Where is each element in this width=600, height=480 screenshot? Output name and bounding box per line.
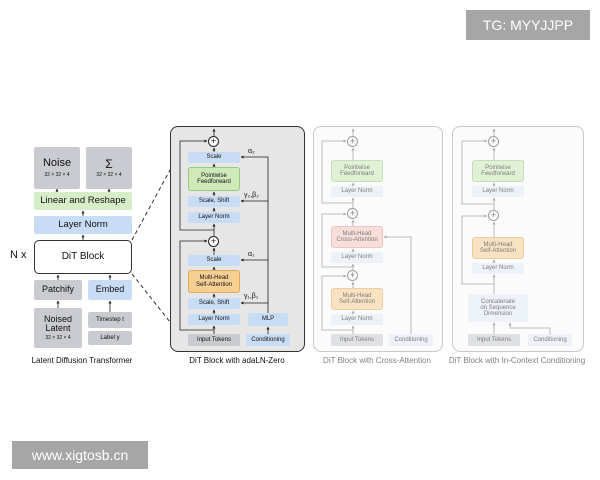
sigma-output-box: Σ 32 × 32 × 4	[86, 147, 132, 189]
cross-feedforward: Pointwise Feedforward	[331, 160, 383, 182]
incontext-feedforward: Pointwise Feedforward	[472, 160, 524, 182]
cross-add-low: +	[347, 270, 358, 281]
ldt-caption: Latent Diffusion Transformer	[31, 356, 133, 365]
cross-add-mid: +	[347, 208, 358, 219]
incontext-msa-line1: Multi-Head	[483, 241, 513, 248]
cross-mhca-line1: Multi-Head	[342, 230, 372, 237]
adaln-scale-shift-1: Scale, Shift	[188, 298, 240, 309]
cross-cross-attention: Multi-Head Cross-Attention	[331, 226, 383, 248]
layer-norm-box: Layer Norm	[34, 216, 132, 234]
adaln-mlp: MLP	[248, 313, 288, 326]
cross-add-top: +	[347, 136, 358, 147]
noised-latent-line1: Noised	[43, 313, 72, 324]
adaln-residual-add-top: +	[208, 136, 219, 147]
incontext-ff-line1: Pointwise	[485, 164, 511, 171]
label-box: Label y	[88, 331, 132, 345]
adaln-scale-shift-2: Scale, Shift	[188, 196, 240, 207]
adaln-conditioning: Conditioning	[246, 334, 290, 346]
noise-dims: 32 × 32 × 4	[44, 171, 70, 178]
noised-latent-dims: 32 × 32 × 4	[45, 334, 71, 341]
cross-msa-line2: Self-Attention	[338, 299, 376, 305]
adaln-scale-mid: Scale	[188, 255, 240, 266]
incontext-self-attention: Multi-Head Self-Attention	[472, 237, 524, 259]
sigma-dims: 32 × 32 × 4	[96, 172, 122, 179]
embed-box: Embed	[88, 280, 132, 300]
incontext-layer-norm-1: Layer Norm	[472, 263, 524, 274]
incontext-layer-norm-2: Layer Norm	[472, 186, 524, 197]
adaln-gamma-beta-2-label: γ₂,β₂	[244, 192, 259, 199]
watermark-top: TG: MYYJJPP	[466, 10, 590, 40]
adaln-caption: DiT Block with adaLN-Zero	[189, 356, 285, 365]
adaln-self-attention: Multi-Head Self-Attention	[188, 270, 240, 293]
cross-ff-line1: Pointwise	[344, 164, 370, 171]
dit-block-box: DiT Block	[34, 240, 132, 274]
noised-latent-box: Noised Latent 32 × 32 × 4	[34, 308, 82, 348]
adaln-input-tokens: Input Tokens	[188, 334, 240, 346]
incontext-msa-line2: Self-Attention	[479, 248, 517, 254]
linear-reshape-box: Linear and Reshape	[34, 192, 132, 210]
incontext-ff-line2: Feedforward	[481, 171, 515, 177]
cross-self-attention: Multi-Head Self-Attention	[331, 288, 383, 310]
cross-ff-line2: Feedforward	[340, 171, 374, 177]
sigma-label: Σ	[105, 156, 113, 171]
cross-mhca-line2: Cross-Attention	[336, 237, 378, 243]
incontext-add-top: +	[488, 136, 499, 147]
patchify-box: Patchify	[34, 280, 82, 300]
adaln-layer-norm-2: Layer Norm	[188, 212, 240, 223]
adaln-msa-line2: Self-Attention	[195, 281, 233, 288]
incontext-add-mid: +	[488, 210, 499, 221]
noise-label: Noise	[42, 157, 72, 170]
adaln-gamma-beta-1-label: γ₁,β₁	[244, 293, 259, 300]
timestep-box: Timestep t	[88, 312, 132, 328]
watermark-bottom: www.xigtosb.cn	[12, 441, 148, 469]
adaln-scale-top: Scale	[188, 152, 240, 163]
incontext-concat-line1: Concatenate	[480, 298, 516, 305]
cross-msa-line1: Multi-Head	[342, 292, 372, 299]
incontext-concat: Concatenate on Sequence Dimension	[468, 294, 528, 322]
adaln-layer-norm-1: Layer Norm	[188, 314, 240, 325]
incontext-input-tokens: Input Tokens	[468, 334, 520, 346]
noised-latent-line2: Latent	[45, 323, 71, 334]
adaln-alpha2-label: α₂	[248, 148, 255, 155]
n-times-label: N x	[10, 249, 27, 261]
cross-layer-norm-1: Layer Norm	[331, 314, 383, 325]
cross-layer-norm-3: Layer Norm	[331, 186, 383, 197]
cross-caption: DiT Block with Cross-Attention	[323, 356, 431, 365]
incontext-concat-line3: Dimension	[483, 311, 513, 318]
adaln-ff-line2: Feedforward	[197, 179, 231, 185]
incontext-conditioning: Conditioning	[528, 334, 572, 346]
adaln-alpha1-label: α₁	[248, 251, 255, 258]
noise-output-box: Noise 32 × 32 × 4	[34, 147, 80, 189]
adaln-feedforward: Pointwise Feedforward	[188, 167, 240, 191]
cross-input-tokens: Input Tokens	[331, 334, 383, 346]
incontext-caption: DiT Block with In-Context Conditioning	[448, 356, 586, 365]
cross-layer-norm-2: Layer Norm	[331, 252, 383, 263]
adaln-residual-add-mid: +	[208, 236, 219, 247]
cross-conditioning: Conditioning	[389, 334, 433, 346]
adaln-ff-line1: Pointwise	[201, 172, 227, 179]
incontext-concat-line2: on Sequence	[480, 304, 516, 311]
